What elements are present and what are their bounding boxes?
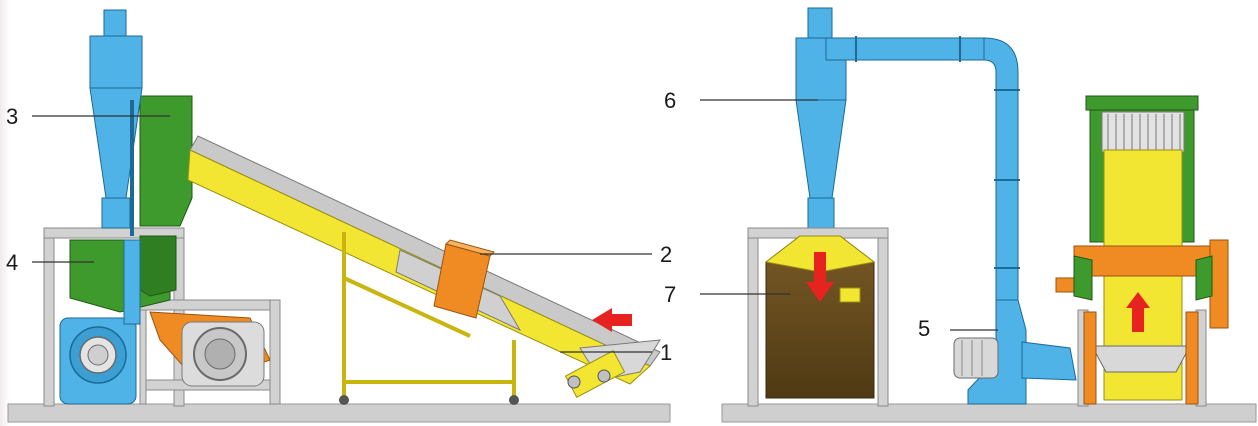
red-up-arrow-icon [1126, 292, 1150, 332]
callout-3: 3 [6, 104, 170, 129]
conveyor-stand [342, 232, 516, 396]
ground-base-right [721, 403, 1257, 423]
motor-right [181, 321, 265, 387]
stand-wheel-left [339, 395, 349, 405]
right-assembly [721, 7, 1257, 423]
granulator-body [69, 95, 193, 313]
inclined-conveyor [187, 135, 661, 398]
callout-label-2: 2 [660, 242, 672, 267]
red-down-arrow-icon [806, 252, 834, 302]
callout-5: 5 [918, 316, 998, 341]
callout-label-4: 4 [6, 250, 18, 275]
blower-fan-left [59, 317, 137, 405]
callout-4: 4 [6, 250, 94, 275]
metal-detector-box [433, 239, 495, 319]
left-assembly [7, 9, 671, 423]
callout-7: 7 [664, 282, 790, 307]
ground-base-left [7, 403, 671, 423]
red-left-arrow-icon [592, 308, 632, 332]
stand-wheel-right [509, 395, 519, 405]
bin-frame [747, 227, 889, 407]
callout-label-6: 6 [664, 88, 676, 113]
collection-bin [764, 235, 876, 399]
callout-6: 6 [664, 88, 818, 113]
callout-label-3: 3 [6, 104, 18, 129]
callout-2: 2 [480, 242, 672, 267]
callout-label-5: 5 [918, 316, 930, 341]
callout-label-1: 1 [660, 340, 672, 365]
shredder-machine [1055, 95, 1229, 407]
callout-1: 1 [560, 340, 672, 365]
blower-motor-right [953, 337, 999, 379]
callout-label-7: 7 [664, 282, 676, 307]
